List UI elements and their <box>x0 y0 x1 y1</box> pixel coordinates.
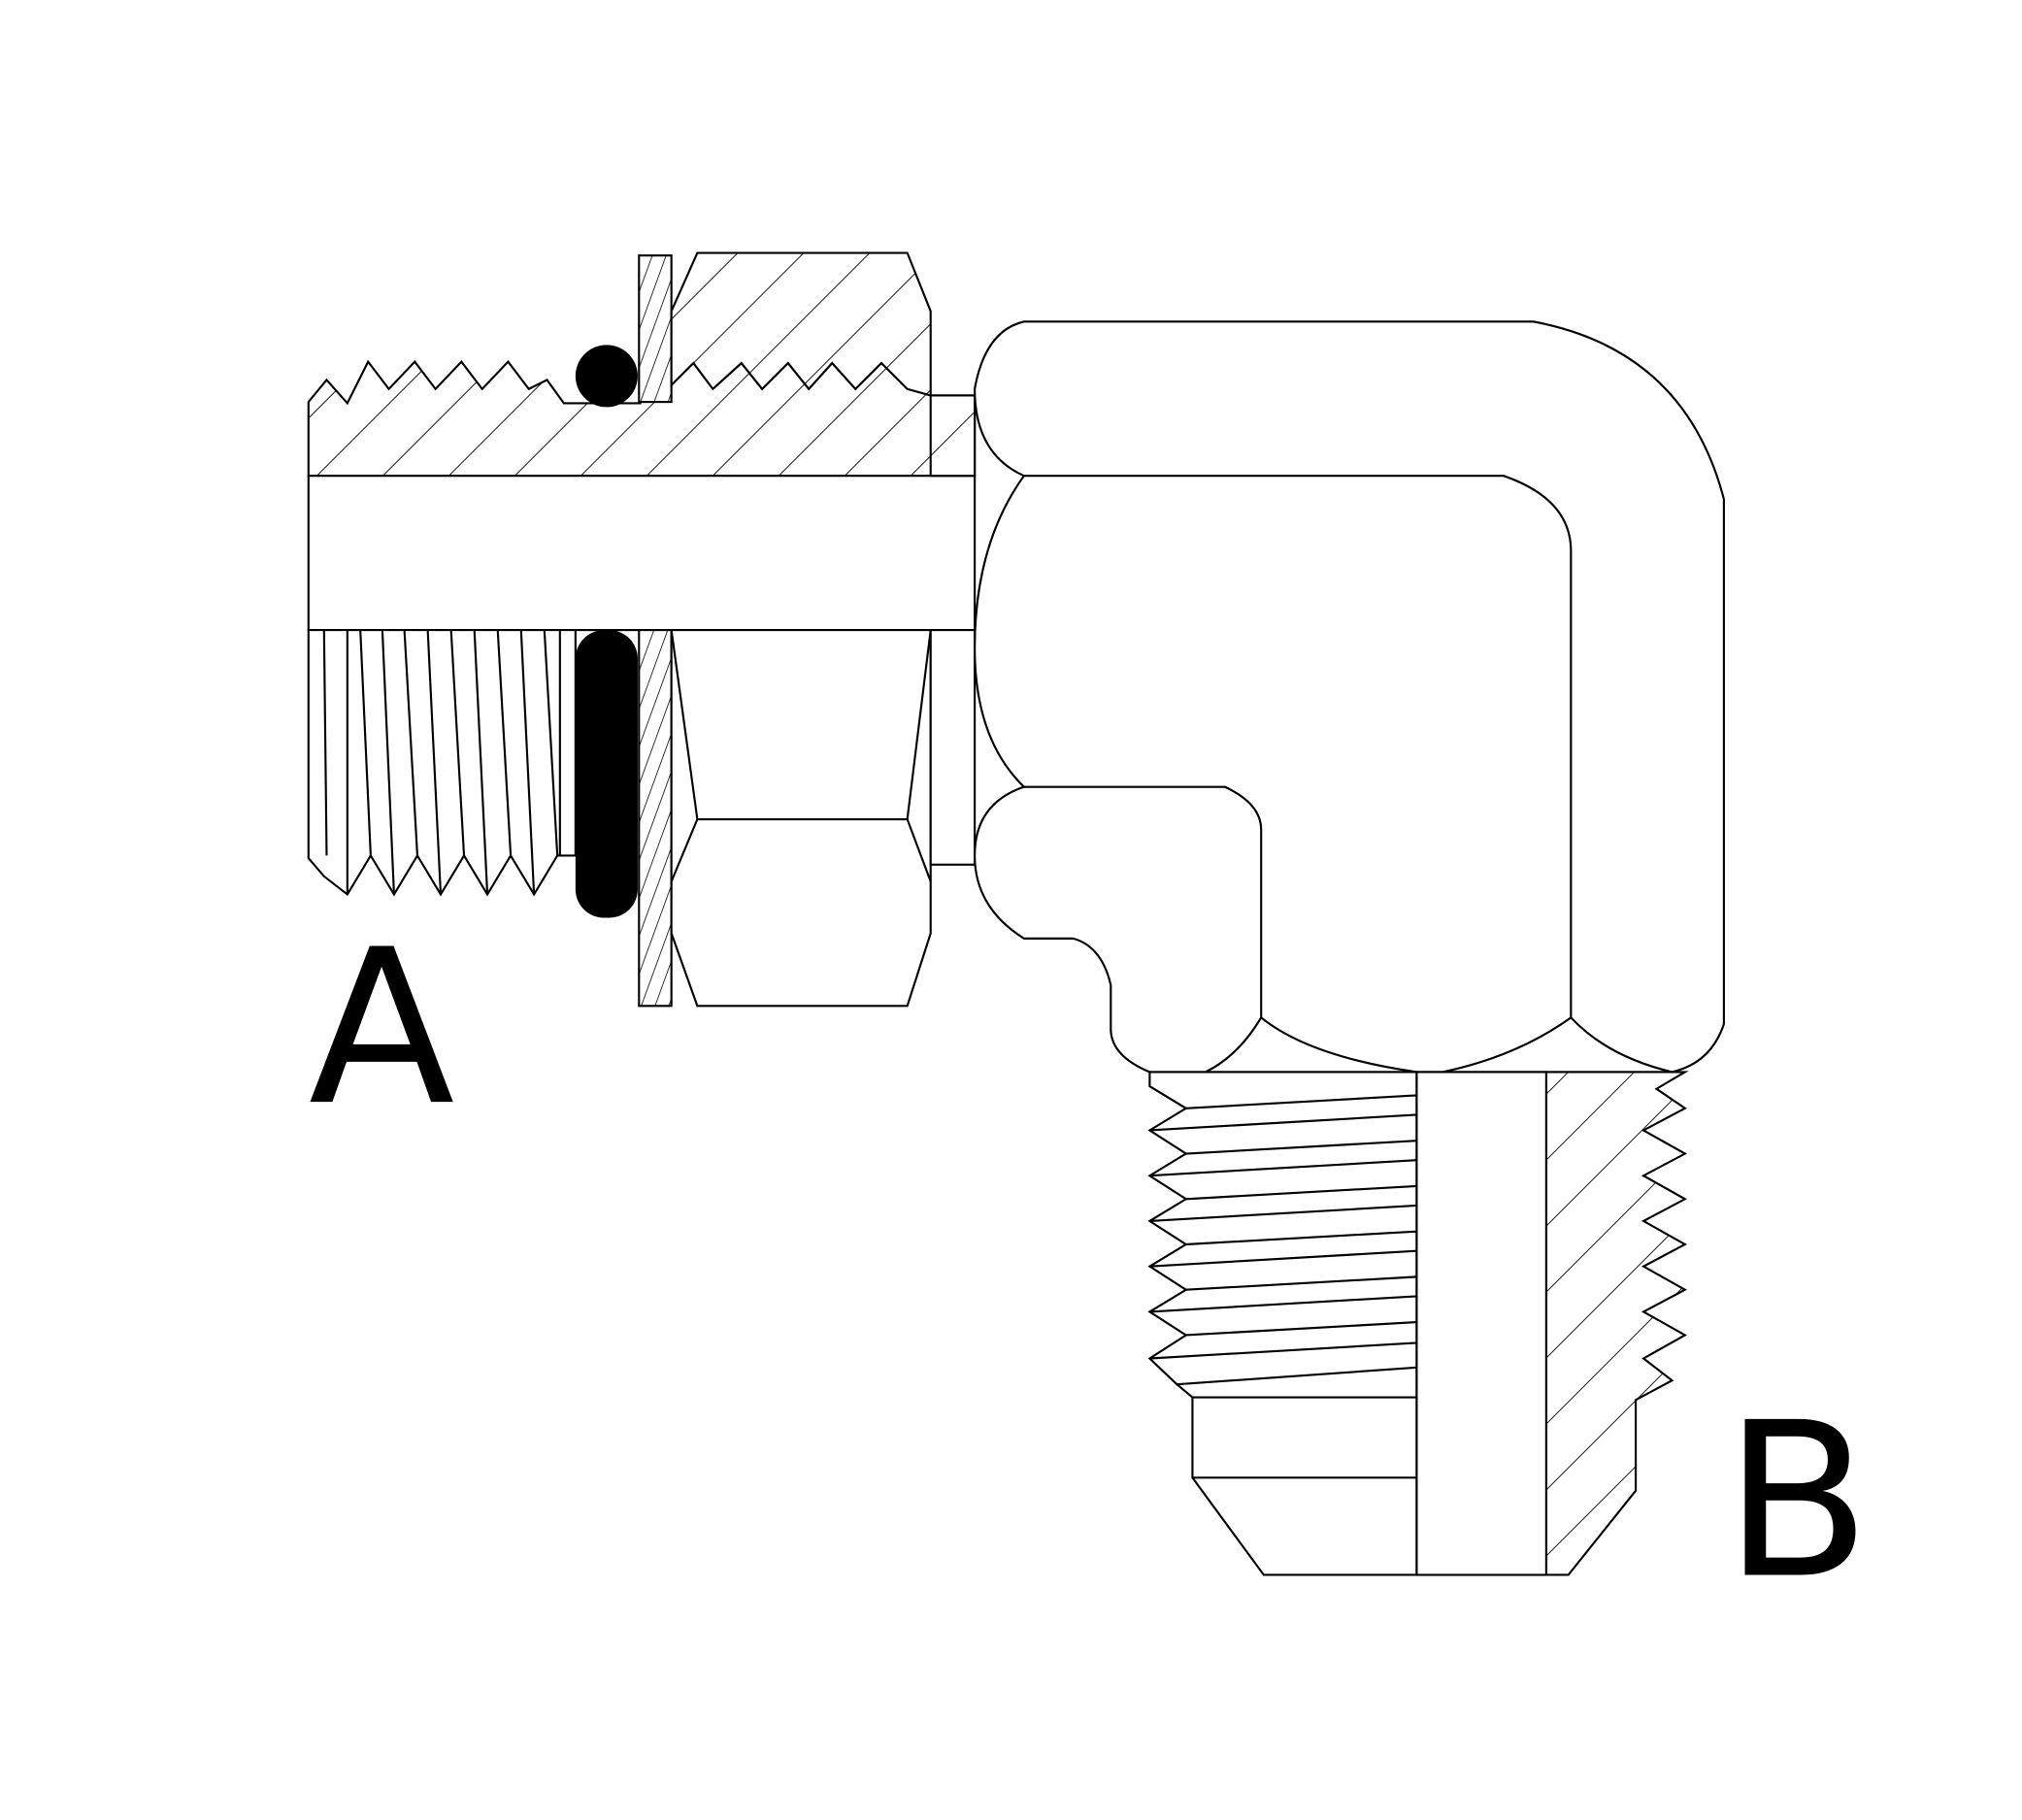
port-b-thread-section <box>1544 1071 1689 1576</box>
lock-nut-hex <box>670 629 932 1008</box>
port-a-thread-external <box>307 629 577 897</box>
port-b-flare-tip <box>1191 1396 1418 1576</box>
port-a-label: A <box>309 904 455 1152</box>
backup-washer-lower <box>638 629 673 1008</box>
elbow-body <box>974 320 1725 1074</box>
port-a-bore <box>307 475 977 632</box>
port-b-bore <box>1415 1071 1548 1576</box>
backup-washer-upper <box>638 254 673 404</box>
port-b-label: B <box>1724 1376 1871 1625</box>
o-ring-section <box>575 345 638 408</box>
shoulder-upper <box>929 394 977 478</box>
lock-nut-section <box>670 251 932 397</box>
port-b-thread-external <box>1147 1071 1418 1399</box>
o-ring-side <box>575 630 638 918</box>
shoulder-lower <box>929 629 977 866</box>
